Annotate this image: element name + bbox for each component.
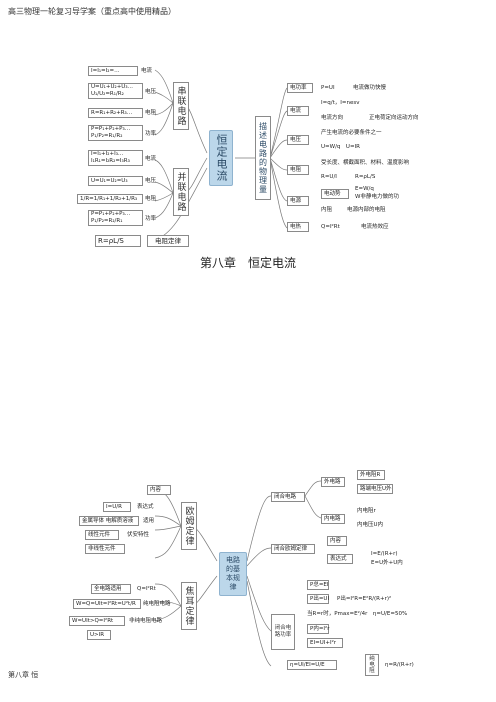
terminal-voltage: 路端电压U外 — [357, 484, 393, 494]
parallel-current-formula: I=I₁+I₂+I₃…I₁R₁=I₂R₂=I₃R₃ — [88, 150, 143, 166]
chapter-caption: 第八章 恒定电流 — [199, 256, 296, 270]
ohm-law-node: 欧姆定律 — [181, 502, 197, 550]
mind-map-constant-current: I=I₁=I₂=… 电流 U=U₁+U₂+U₃…U₁/U₂=R₁/R₂ 电压 R… — [77, 58, 423, 248]
describe-current-direction: 电流方向 — [321, 114, 344, 121]
series-circuit-node: 串联电路 — [173, 82, 189, 130]
closed-ohm-expr1: I=E/(R+r) — [371, 550, 398, 557]
joule-formula: Q=I²Rt — [137, 585, 156, 592]
ohm-applicable-tag: 适用 — [143, 517, 155, 524]
internal-voltage: 内电压U内 — [357, 521, 384, 528]
power-max-condition: 当R=r时，Pmax=E²/4r η=U/E=50% — [307, 610, 408, 617]
parallel-resistance-tag: 电阻 — [145, 195, 157, 202]
joule-universal: 全电路适用 — [91, 584, 131, 594]
describe-resistance-name: 电阻 — [287, 165, 309, 175]
mind-map-2-connectors — [154, 480, 322, 667]
power-total: P总=EI — [307, 580, 329, 590]
series-power-formula: P=P₁+P₂+P₃…P₁/P₂=R₁/R₂ — [88, 125, 143, 141]
internal-resistance: 内电阻r — [357, 507, 376, 514]
parallel-power-tag: 功率 — [145, 215, 157, 222]
parallel-current-tag: 电流 — [145, 155, 157, 162]
series-current-tag: 电流 — [141, 67, 153, 74]
describe-voltage-formula: U=W/q U=IR — [321, 143, 360, 150]
describe-voltage-name: 电压 — [287, 135, 309, 145]
joule-pure-resistor-formula: W=Q=UIt=I²Rt=U²t/R — [73, 599, 141, 609]
describe-heat-name: 电热 — [287, 222, 309, 232]
power-output: P出=UI — [307, 594, 329, 604]
closed-ohm-law-node: 闭合欧姆定律 — [271, 544, 315, 554]
describe-emf-formula: E=W/q — [355, 185, 374, 192]
closed-ohm-expression-tag: 表达式 — [327, 554, 353, 564]
series-resistance-formula: R=R₁+R₂+R₃… — [88, 108, 143, 118]
ohm-linear-element: 线性元件 — [85, 530, 119, 540]
joule-law-node: 焦耳定律 — [181, 582, 197, 630]
ohm-va-tag: 伏安特性 — [127, 531, 150, 538]
describe-emf-name: 电动势 — [321, 189, 349, 199]
central-node-circuit-laws: 电路的基本规律 — [219, 552, 247, 596]
describe-power-formula: P=UI — [321, 84, 335, 91]
describe-power-name: 电功率 — [287, 83, 313, 93]
describe-heat-formula: Q=I²Rt — [321, 223, 340, 230]
external-resistance: 外电阻R — [357, 470, 385, 480]
page-header: 高三物理一轮复习导学案（重点高中使用精品） — [8, 7, 176, 16]
page-footer: 第八章 恒 — [8, 671, 39, 679]
efficiency-pure-resistor-formula: η=R/(R+r) — [385, 661, 414, 668]
describe-quantities-node: 描述电路的物理量 — [255, 116, 271, 200]
pure-resistor-node: 纯电阻 — [365, 654, 379, 676]
mind-map-1-connectors — [154, 69, 288, 241]
joule-nonpure-tag: 非纯电阻电路 — [129, 617, 163, 624]
closed-circuit-node: 闭合电路 — [271, 492, 305, 502]
joule-nonpure-inequality: U>IR — [87, 630, 111, 640]
mind-map-circuit-laws: 内容 I=U/R 表达式 金属导体 电解质溶液 适用 线性元件 伏安特性 非线性… — [69, 466, 425, 684]
power-internal: P内=I²r — [307, 624, 330, 634]
describe-current-name: 电流 — [287, 106, 309, 116]
closed-ohm-content: 内容 — [327, 536, 347, 546]
series-power-tag: 功率 — [145, 130, 157, 137]
closed-power-node: 闭合电路功率 — [271, 614, 295, 650]
describe-resistance-factors: 受长度、横截面积、材料、温度影响 — [321, 159, 410, 166]
describe-current-direction-def: 正电荷定向运动方向 — [369, 114, 419, 121]
ohm-nonlinear-element: 非线性元件 — [85, 544, 125, 554]
describe-heat-effect: 电流热效应 — [361, 223, 389, 230]
series-voltage-tag: 电压 — [145, 88, 157, 95]
describe-resistance-formula: R=U/I — [321, 173, 337, 180]
ohm-expression-tag: 表达式 — [137, 503, 154, 510]
closed-ohm-expr2: E=U外+U内 — [371, 559, 403, 566]
external-circuit-node: 外电路 — [321, 477, 345, 487]
parallel-power-formula: P=P₁+P₂+P₃…P₁/P₂=R₂/R₁ — [88, 210, 143, 226]
ohm-expression: I=U/R — [103, 502, 131, 512]
describe-internal-resistance-def: 电源内部的电阻 — [347, 206, 386, 213]
describe-emf-work: W非静电力做的功 — [355, 193, 399, 200]
describe-source-name: 电源 — [287, 196, 309, 206]
series-voltage-formula: U=U₁+U₂+U₃…U₁/U₂=R₁/R₂ — [88, 83, 143, 99]
power-balance: EI=UI+I²r — [307, 638, 343, 648]
joule-nonpure-formula: W=UIt>Q=I²Rt — [69, 616, 125, 626]
parallel-circuit-node: 并联电路 — [173, 168, 189, 216]
central-node-constant-current: 恒定电流 — [209, 130, 233, 186]
describe-power-meaning: 电流做功快慢 — [353, 84, 387, 91]
resistance-law-formula: R=ρL/S — [95, 235, 141, 247]
efficiency-formula: η=UI/EI=U/E — [287, 660, 337, 670]
ohm-content: 内容 — [147, 485, 171, 495]
parallel-resistance-formula: 1/R=1/R₁+1/R₂+1/R₃ — [77, 194, 143, 204]
resistance-law-tag: 电阻定律 — [147, 235, 189, 247]
describe-voltage-condition: 产生电流的必要条件之一 — [321, 129, 382, 136]
series-resistance-tag: 电阻 — [145, 109, 157, 116]
parallel-voltage-tag: 电压 — [145, 177, 157, 184]
parallel-voltage-formula: U=U₁=U₂=U₃ — [88, 176, 143, 186]
joule-pure-resistor-tag: 纯电阻电路 — [143, 600, 171, 607]
power-output-expression: P出=I²R=E²R/(R+r)² — [337, 595, 392, 602]
series-current-formula: I=I₁=I₂=… — [88, 66, 138, 76]
describe-current-formula: I=q/t，I=nesv — [321, 99, 360, 106]
describe-internal-resistance: 内阻 — [321, 206, 333, 213]
ohm-applicable: 金属导体 电解质溶液 — [79, 516, 139, 526]
internal-circuit-node: 内电路 — [321, 514, 345, 524]
describe-resistance-law: R=ρL/S — [355, 173, 376, 180]
